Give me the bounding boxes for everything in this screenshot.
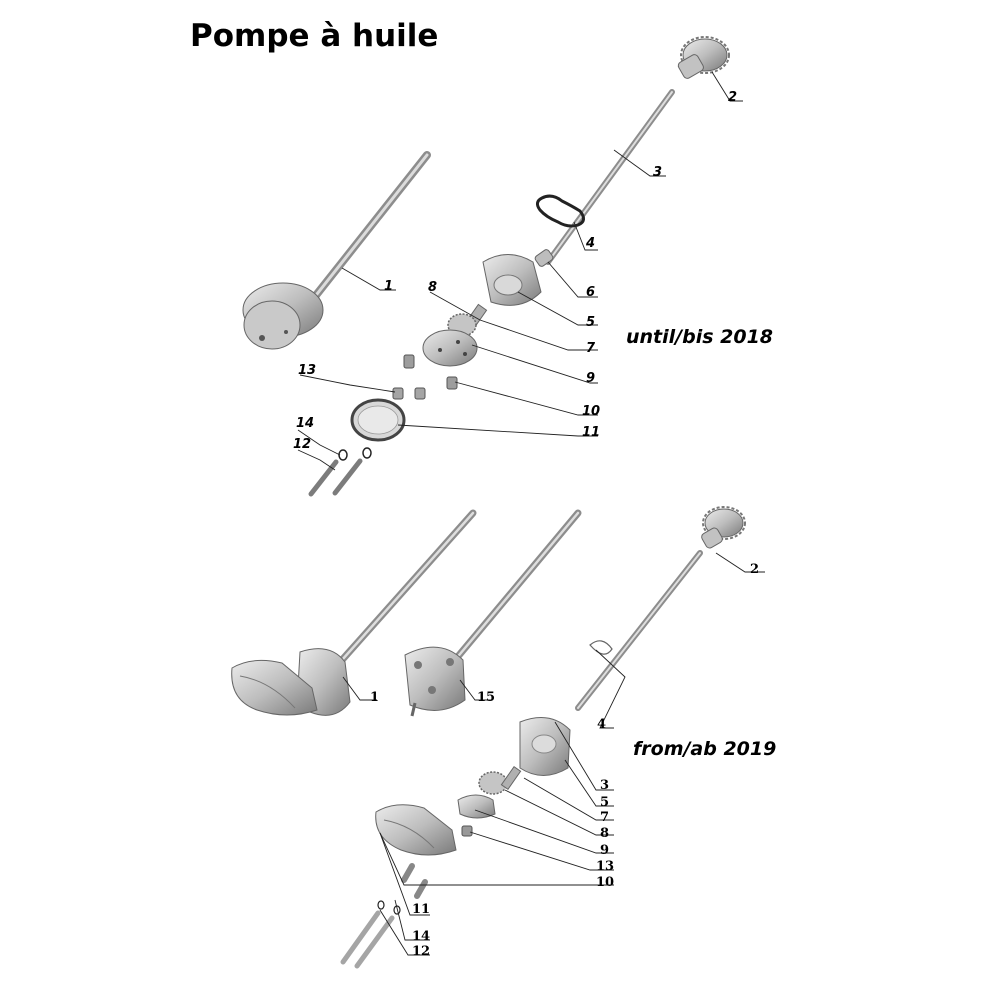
old-callout-12: 12 [293, 437, 311, 452]
old-callout-8: 8 [428, 280, 437, 295]
new-callout-labels: 1 2 3 4 5 7 8 9 10 11 12 13 14 15 [370, 562, 759, 959]
old-part-2-drive-gear [677, 36, 730, 79]
new-part-15-pump-assembly [404, 509, 582, 717]
new-part-2-drive-gear [701, 506, 746, 549]
old-part-14-washers [338, 447, 372, 461]
new-part-13-plug [461, 825, 473, 837]
old-callout-9: 9 [586, 371, 595, 386]
new-part-7-8-rotor [478, 765, 522, 795]
new-callout-7: 7 [600, 810, 609, 825]
old-callout-11: 11 [582, 425, 600, 440]
new-part-14-washers [377, 900, 401, 915]
section-label-until-2018: until/bis 2018 [626, 326, 774, 348]
new-part-11-screws [401, 863, 428, 899]
old-callout-7: 7 [586, 341, 596, 356]
old-callout-6: 6 [586, 285, 595, 300]
diagram-title: Pompe à huile [190, 18, 439, 54]
old-callout-3: 3 [653, 165, 662, 180]
new-callout-14: 14 [412, 929, 430, 944]
new-part-5-pump-body [519, 717, 571, 776]
old-leader-lines [297, 71, 743, 471]
old-part-5-pump-housing [482, 254, 542, 306]
old-callout-2: 2 [728, 90, 737, 105]
new-leader-lines [342, 552, 765, 956]
old-callout-4: 4 [585, 236, 595, 251]
old-callout-1: 1 [384, 279, 393, 294]
new-callout-8: 8 [600, 826, 609, 841]
new-callout-10: 10 [596, 875, 614, 890]
old-part-12-bolts [308, 458, 363, 497]
old-part-6-bushing [534, 249, 554, 267]
new-part-1-pump-assembly [231, 509, 477, 716]
old-part-3-shaft [545, 89, 675, 265]
old-part-1-pump-shaft [242, 151, 431, 350]
new-callout-15: 15 [477, 690, 495, 705]
old-part-9-cover [422, 329, 478, 367]
new-callout-5: 5 [600, 795, 609, 810]
old-callout-13: 13 [298, 363, 316, 378]
old-callout-14: 14 [296, 416, 314, 431]
old-callout-10: 10 [582, 404, 600, 419]
new-callout-12: 12 [412, 944, 430, 959]
new-part-3-4-shaft [575, 550, 703, 711]
new-callout-13: 13 [596, 859, 614, 874]
new-part-12-bolts [340, 910, 395, 969]
new-part-10-pickup [375, 804, 457, 856]
new-callout-11: 11 [412, 902, 430, 917]
old-callout-labels: 1 2 3 4 5 6 7 8 9 10 11 12 13 14 [293, 90, 737, 452]
new-callout-2: 2 [750, 562, 759, 577]
new-part-9-cover [457, 794, 496, 819]
new-callout-9: 9 [600, 843, 609, 858]
new-callout-3: 3 [600, 778, 609, 793]
old-part-4-gasket [535, 194, 585, 228]
old-part-11-strainer [350, 398, 406, 442]
old-callout-5: 5 [586, 315, 595, 330]
section-label-from-2019: from/ab 2019 [633, 738, 777, 760]
new-callout-4: 4 [597, 717, 606, 732]
new-callout-1: 1 [370, 690, 379, 705]
